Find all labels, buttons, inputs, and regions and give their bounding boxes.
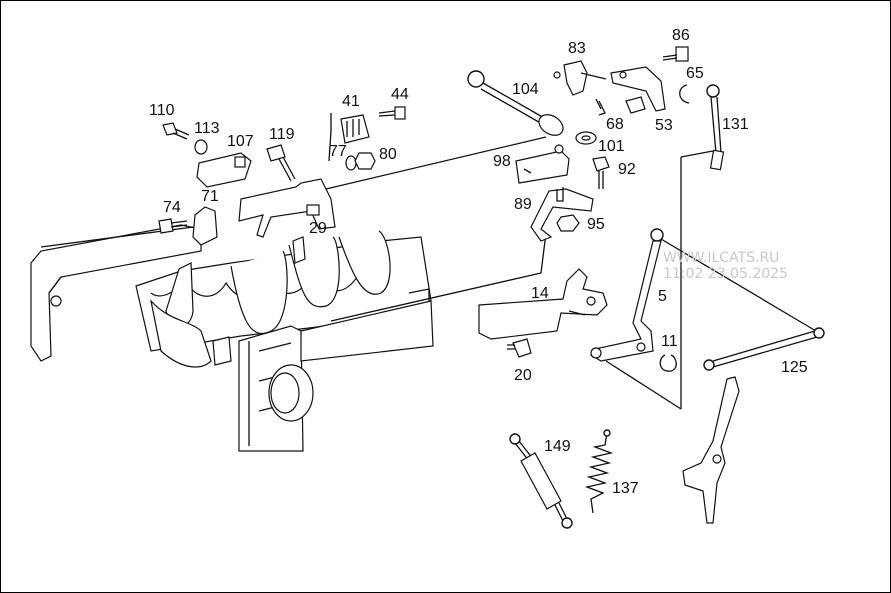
- part-86-bolt: [662, 46, 689, 62]
- callout-5: 5: [658, 288, 667, 305]
- part-80-nut: [354, 152, 376, 170]
- part-131-rod: [706, 84, 725, 171]
- part-29-bracket: [238, 178, 336, 238]
- part-77-washer: [345, 155, 357, 171]
- callout-92: 92: [618, 161, 636, 178]
- part-5-lever: [590, 228, 664, 362]
- callout-119: 119: [269, 126, 295, 143]
- part-68-clip: [598, 100, 606, 116]
- engine-block-drawing: [30, 224, 434, 452]
- callout-110: 110: [149, 102, 175, 119]
- part-119-bolt: [266, 144, 296, 182]
- part-11-clip: [659, 354, 677, 372]
- part-125-rod: [703, 327, 825, 371]
- callout-104: 104: [512, 81, 539, 98]
- part-149-strut: [509, 433, 573, 529]
- callout-11: 11: [661, 333, 678, 350]
- part-95-nut: [556, 214, 580, 232]
- watermark-site: WWW.ILCATS.RU: [663, 250, 779, 266]
- callout-65: 65: [686, 65, 704, 82]
- callout-113: 113: [194, 120, 220, 137]
- part-113-washer: [194, 139, 208, 155]
- part-101-washer: [575, 131, 597, 145]
- part-71-bracket: [192, 206, 218, 246]
- callout-74: 74: [163, 199, 181, 216]
- callout-14: 14: [531, 285, 549, 302]
- part-104-rod: [467, 70, 564, 136]
- callout-101: 101: [598, 138, 625, 155]
- part-74-bolt: [158, 218, 188, 234]
- callout-89: 89: [514, 196, 532, 213]
- callout-107: 107: [227, 133, 254, 150]
- callout-149: 149: [544, 438, 571, 455]
- callout-95: 95: [587, 216, 605, 233]
- callout-44: 44: [391, 86, 409, 103]
- part-98-bracket: [515, 144, 570, 184]
- callout-80: 80: [379, 146, 397, 163]
- part-44-screw: [378, 106, 406, 120]
- part-107-clip: [196, 152, 252, 188]
- part-14-bracket: [478, 268, 608, 340]
- callout-86: 86: [672, 27, 690, 44]
- part-110-bolt: [162, 122, 190, 140]
- callout-77: 77: [329, 143, 347, 160]
- watermark-timestamp: 11:02 23.05.2025: [663, 266, 788, 282]
- callout-83: 83: [568, 40, 586, 57]
- part-92-bolt: [592, 156, 610, 189]
- part-41-relay: [340, 114, 370, 144]
- callout-41: 41: [342, 93, 360, 110]
- part-53-lever: [610, 66, 666, 114]
- callout-137: 137: [612, 480, 639, 497]
- callout-68: 68: [606, 116, 624, 133]
- bellcrank-part: [682, 376, 740, 524]
- leader-lines: [40, 98, 817, 410]
- part-20-bolt: [507, 338, 532, 358]
- callout-labels: 86 83 65 104 131 68 53 101 98 92 89 95 4…: [149, 27, 808, 497]
- part-65-clip: [679, 84, 690, 104]
- part-83-bracket: [553, 60, 607, 96]
- callout-53: 53: [655, 117, 673, 134]
- callout-98: 98: [493, 153, 511, 170]
- callout-71: 71: [201, 188, 219, 205]
- part-89-bracket: [530, 187, 594, 242]
- callout-29: 29: [309, 220, 327, 237]
- part-137-spring: [584, 429, 614, 514]
- callout-131: 131: [722, 116, 749, 133]
- callout-20: 20: [514, 367, 532, 384]
- callout-125: 125: [781, 359, 808, 376]
